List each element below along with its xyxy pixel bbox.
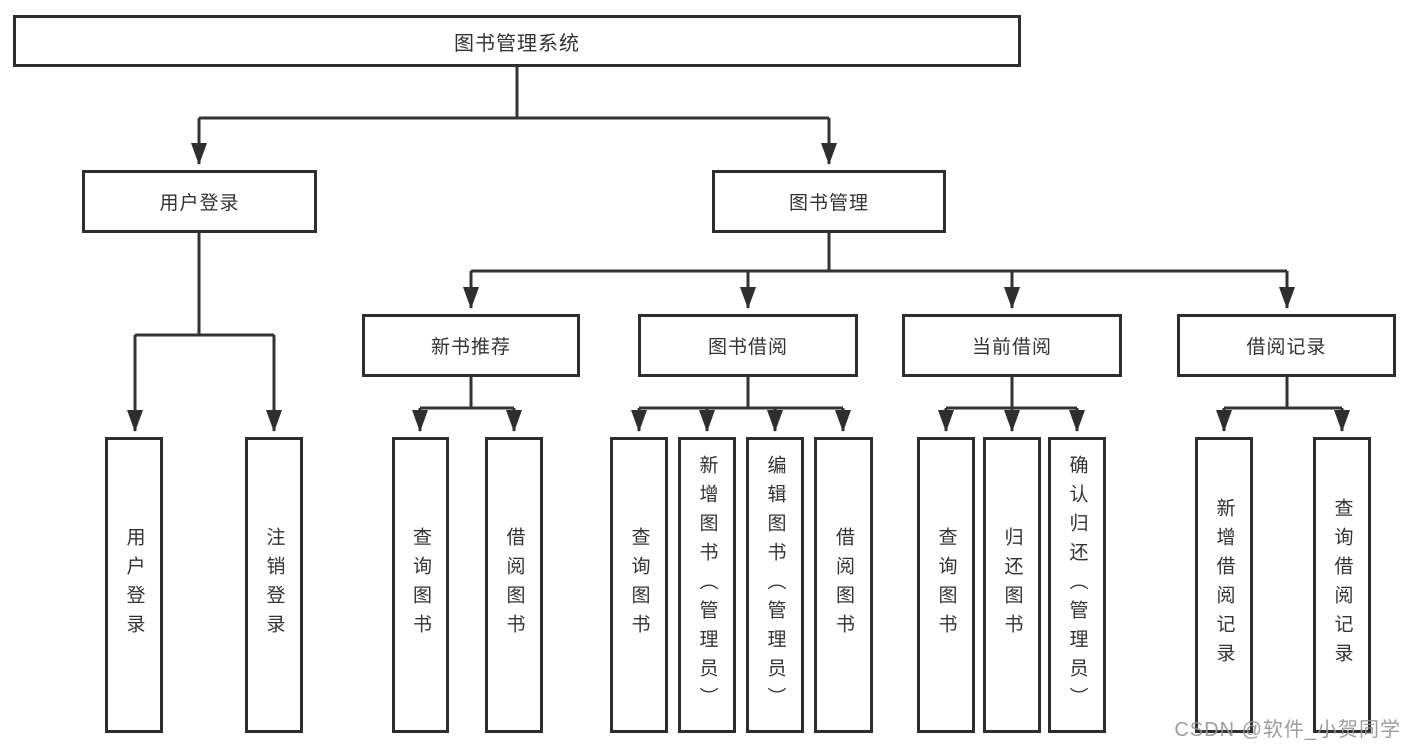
csdn-watermark: CSDN @软件_小贺同学 [1174,719,1401,741]
node-root-system: 图书管理系统 [13,15,1021,67]
leaf-query-books-current: 查询图书 [917,437,975,733]
leaf-add-borrow-record: 新增借阅记录 [1195,437,1253,733]
leaf-query-books-borrow: 查询图书 [610,437,668,733]
leaf-add-books-admin: 新增图书（管理员） [678,437,736,733]
node-current-borrow: 当前借阅 [902,314,1122,377]
leaf-borrow-books-recommend: 借阅图书 [485,437,543,733]
node-new-book-recommend: 新书推荐 [362,314,580,377]
node-book-borrow: 图书借阅 [638,314,858,377]
leaf-borrow-books-borrow: 借阅图书 [814,437,873,733]
node-book-management: 图书管理 [712,170,946,233]
leaf-logout: 注销登录 [245,437,303,733]
leaf-return-books: 归还图书 [983,437,1041,733]
leaf-query-borrow-record: 查询借阅记录 [1313,437,1371,733]
node-user-login-group: 用户登录 [82,170,317,233]
leaf-confirm-return-admin: 确认归还（管理员） [1048,437,1106,733]
leaf-edit-books-admin: 编辑图书（管理员） [746,437,804,733]
node-borrow-records: 借阅记录 [1177,314,1396,377]
leaf-query-books-recommend: 查询图书 [392,437,449,733]
leaf-user-login: 用户登录 [105,437,163,733]
